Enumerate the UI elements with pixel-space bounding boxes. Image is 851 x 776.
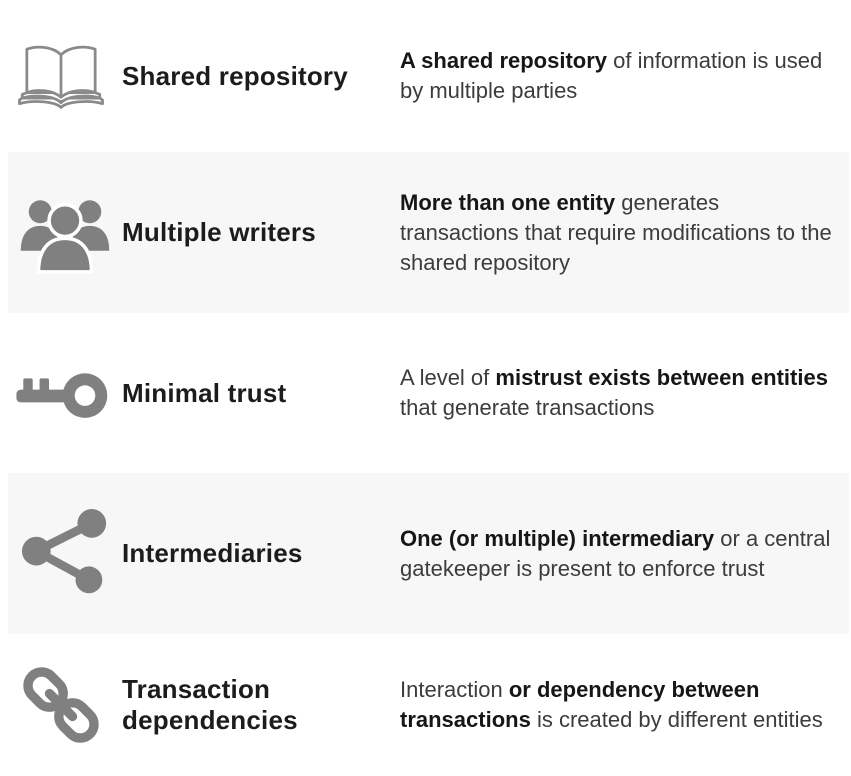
- row-title: Shared repository: [122, 60, 348, 91]
- description-segment: One (or multiple) intermediary: [400, 525, 715, 551]
- row-description: One (or multiple) intermediary or a cent…: [400, 524, 846, 584]
- share-network-icon: [21, 508, 109, 599]
- row-icon-cell: [0, 40, 122, 112]
- description-segment: A level of: [400, 365, 496, 390]
- row-description: Interaction or dependency between transa…: [400, 675, 846, 735]
- table-row: Intermediaries One (or multiple) interme…: [8, 473, 849, 634]
- row-description: More than one entity generates transacti…: [400, 188, 846, 278]
- row-title: Intermediaries: [122, 538, 303, 568]
- group-people-icon: [19, 192, 111, 274]
- row-description: A level of mistrust exists between entit…: [400, 363, 846, 423]
- chain-link-icon: [14, 655, 108, 755]
- row-icon-cell: [0, 655, 122, 755]
- row-icon-cell: [8, 508, 122, 599]
- row-icon-cell: [8, 192, 122, 274]
- row-description: A shared repository of information is us…: [400, 46, 846, 106]
- description-segment: More than one entity: [400, 189, 616, 215]
- description-segment: of information is used by multiple parti…: [400, 48, 823, 103]
- description-segment: generates transactions that require modi…: [400, 189, 832, 275]
- table-row: Transaction dependencies Interaction or …: [0, 634, 851, 776]
- description-segment: or a central gatekeeper is present to en…: [400, 525, 831, 581]
- table-row: Shared repository A shared repository of…: [0, 0, 851, 152]
- description-segment: A shared repository: [400, 48, 608, 73]
- description-segment: Interaction: [400, 677, 509, 702]
- table-row: Multiple writers More than one entity ge…: [8, 152, 849, 313]
- description-segment: is created by different entities: [530, 707, 823, 732]
- row-title: Minimal trust: [122, 377, 287, 408]
- table-row: Minimal trust A level of mistrust exists…: [0, 313, 851, 473]
- description-segment: mistrust exists between entities: [495, 365, 828, 390]
- row-title: Transaction dependencies: [122, 674, 298, 735]
- row-title: Multiple writers: [122, 217, 316, 247]
- description-segment: that generate transactions: [400, 395, 655, 420]
- key-icon: [13, 361, 109, 425]
- row-icon-cell: [0, 361, 122, 425]
- open-book-icon: [14, 40, 108, 112]
- description-segment: or dependency between transactions: [400, 677, 760, 732]
